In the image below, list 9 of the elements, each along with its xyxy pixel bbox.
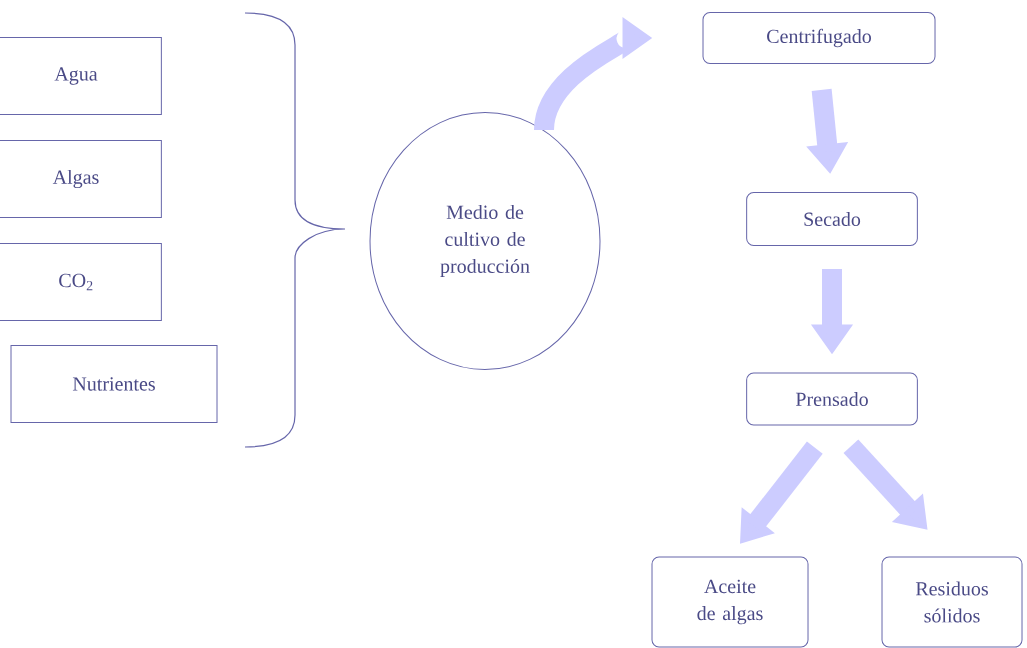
process-box: Secado [746,192,918,246]
input-box: Algas [0,140,162,218]
process-box: Aceite de algas [651,556,809,648]
input-box: Nutrientes [10,345,218,423]
process-box: Residuos sólidos [881,556,1023,648]
process-box: Centrifugado [702,12,936,64]
process-box: Prensado [746,372,918,426]
input-box: Agua [0,37,162,115]
input-box: CO$_{2}$ [0,243,162,321]
